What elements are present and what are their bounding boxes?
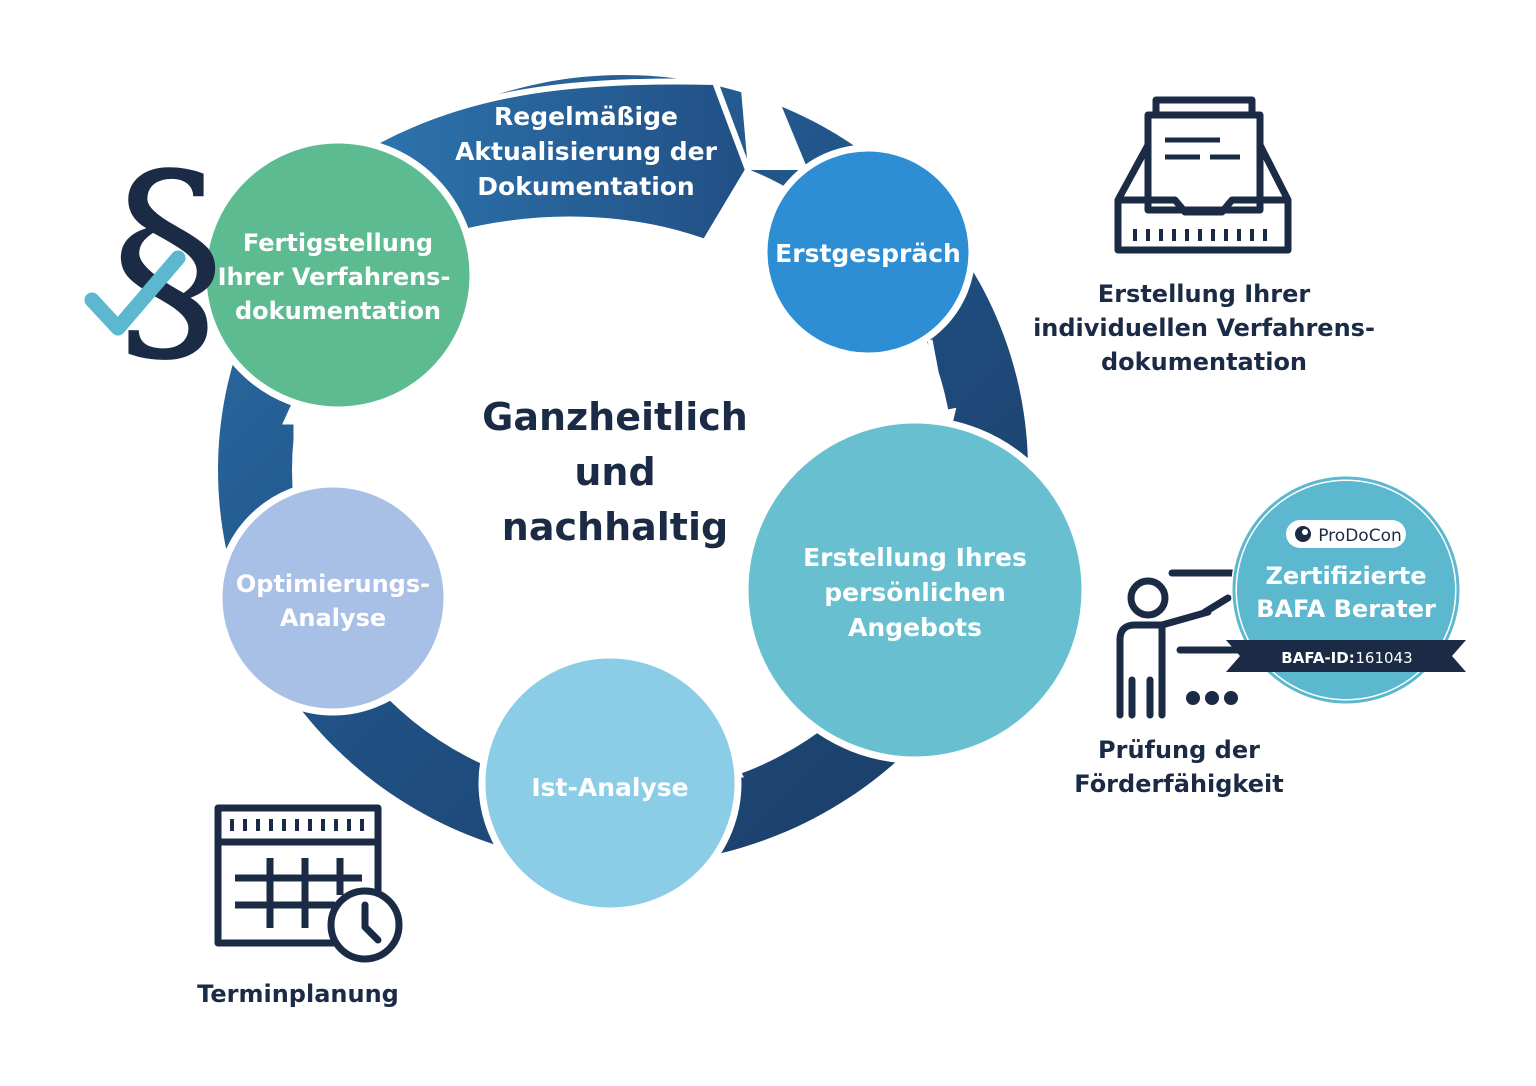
- step-ist-analyse-circle: [478, 651, 742, 915]
- badge-id-value: 161043: [1355, 649, 1412, 667]
- step-angebot-line-3: Angebots: [848, 613, 982, 642]
- center-line-2: und: [574, 450, 655, 494]
- step-ist-analyse-label: Ist-Analyse: [531, 773, 688, 802]
- side-termin-label: Terminplanung: [197, 980, 399, 1008]
- side-dokumentation-line-3: dokumentation: [1101, 348, 1307, 376]
- step-erstgespraech-label: Erstgespräch: [775, 239, 961, 268]
- side-foerderung-line-2: Förderfähigkeit: [1074, 770, 1283, 798]
- top-arrow-line-2: Aktualisierung der: [455, 137, 718, 166]
- checkmark-icon: [84, 250, 186, 336]
- step-angebot-line-1: Erstellung Ihres: [803, 543, 1027, 572]
- brand-pill: [1286, 520, 1406, 548]
- step-fertigstellung-circle: [199, 136, 477, 414]
- side-foerderung-line-1: Prüfung der: [1098, 736, 1260, 764]
- step-fertigstellung-line-2: Ihrer Verfahrens-: [218, 263, 451, 291]
- step-fertigstellung-line-3: dokumentation: [235, 297, 441, 325]
- top-arrow-line-3: Dokumentation: [477, 172, 694, 201]
- presenter-icon: [1116, 569, 1249, 719]
- calendar-clock-icon: [214, 804, 403, 963]
- bafa-badge: ProDoCon Zertifizierte BAFA Berater BAFA…: [1226, 475, 1466, 705]
- side-dokumentation-line-1: Erstellung Ihrer: [1098, 280, 1311, 308]
- badge-id-label: BAFA-ID:: [1281, 649, 1354, 667]
- center-line-1: Ganzheitlich: [482, 395, 748, 439]
- badge-title-line-2: BAFA Berater: [1256, 595, 1436, 623]
- side-dokumentation-line-2: individuellen Verfahrens-: [1033, 314, 1375, 342]
- step-angebot-circle: [741, 416, 1089, 764]
- step-erstgespraech-circle: [760, 144, 976, 360]
- step-optimierung-circle: [215, 480, 451, 716]
- document-tray-icon: [1114, 96, 1292, 254]
- center-line-3: nachhaltig: [502, 505, 728, 549]
- brand-name: ProDoCon: [1318, 526, 1402, 546]
- step-angebot-line-2: persönlichen: [824, 578, 1006, 607]
- step-optimierung-line-2: Analyse: [280, 604, 386, 632]
- badge-title-line-1: Zertifizierte: [1265, 562, 1426, 590]
- badge-ribbon: [1226, 640, 1466, 672]
- step-optimierung-line-1: Optimierungs-: [236, 570, 430, 598]
- top-arrow-line-1: Regelmäßige: [494, 102, 678, 131]
- step-fertigstellung-line-1: Fertigstellung: [243, 229, 433, 257]
- ring-gap-notch: [740, 78, 808, 170]
